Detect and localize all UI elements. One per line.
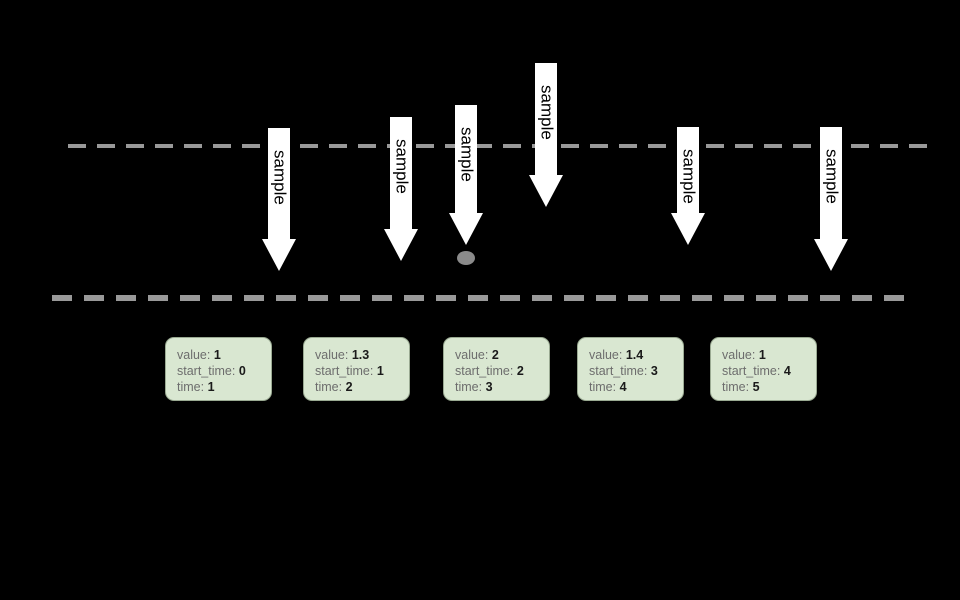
event-box-1-field-2: time: 1 [177,379,271,395]
event-box-5-field-1-key: start_time: [722,364,784,378]
arrow-4-shape [529,63,563,207]
late-event-dot [457,251,475,265]
event-box-1-field-2-value: 1 [207,380,215,394]
event-box-5-field-0-value: 1 [758,348,766,362]
arrow-2: sample [384,117,418,261]
event-box-3-field-2: time: 3 [455,379,549,395]
event-box-4-field-1-value: 3 [650,364,658,378]
event-box-3-field-2-key: time: [455,380,486,394]
event-box-2-field-2: time: 2 [315,379,409,395]
event-box-4-field-1-key: start_time: [589,364,651,378]
event-box-1-field-0-value: 1 [213,348,221,362]
event-box-5-field-2-value: 5 [752,380,760,394]
event-box-1-field-1: start_time: 0 [177,363,271,379]
arrow-1: sample [262,128,296,271]
event-box-2-field-2-value: 2 [345,380,353,394]
arrow-6-label: sample [823,149,842,204]
arrow-5-shape [671,127,705,245]
arrow-6-shape [814,127,848,271]
event-box-2-field-0: value: 1.3 [315,347,409,363]
event-box-3-field-2-value: 3 [485,380,493,394]
event-box-1-field-1-value: 0 [238,364,246,378]
event-box-5-field-0: value: 1 [722,347,816,363]
event-box-2-field-1-key: start_time: [315,364,377,378]
arrow-1-label: sample [271,150,290,205]
event-box-1-field-1-key: start_time: [177,364,239,378]
arrow-2-shape [384,117,418,261]
dot-group [457,251,475,265]
arrow-2-label: sample [393,139,412,194]
event-box-5-field-0-key: value: [722,348,759,362]
event-box-3-field-0-value: 2 [491,348,499,362]
arrow-5: sample [671,127,705,245]
event-box-3-field-0: value: 2 [455,347,549,363]
event-box-4-field-2-key: time: [589,380,620,394]
event-box-3-field-1-key: start_time: [455,364,517,378]
dashed-lines-group [52,144,927,301]
event-box-5-field-1: start_time: 4 [722,363,816,379]
event-box-2-field-0-value: 1.3 [351,348,370,362]
event-box-4-field-0-value: 1.4 [625,348,644,362]
arrow-4-label: sample [538,85,557,140]
arrow-5-label: sample [680,149,699,204]
event-box-4-field-0-key: value: [589,348,626,362]
arrow-3-shape [449,105,483,245]
event-box-4-field-0: value: 1.4 [589,347,683,363]
event-box-2-field-0-key: value: [315,348,352,362]
arrows-group: sample sample sample sample sample sample [262,63,848,271]
arrow-6: sample [814,127,848,271]
event-box-5-field-2: time: 5 [722,379,816,395]
event-box-3-field-1-value: 2 [516,364,524,378]
arrow-3: sample [449,105,483,245]
event-box-2-field-2-key: time: [315,380,346,394]
event-box-1-field-0-key: value: [177,348,214,362]
event-box-3-field-1: start_time: 2 [455,363,549,379]
event-box-4-field-2-value: 4 [619,380,627,394]
event-box-5-field-2-key: time: [722,380,753,394]
event-box-2-field-1-value: 1 [376,364,384,378]
event-box-2-field-1: start_time: 1 [315,363,409,379]
event-box-4-field-1: start_time: 3 [589,363,683,379]
arrow-4: sample [529,63,563,207]
event-box-4-field-2: time: 4 [589,379,683,395]
arrow-3-label: sample [458,127,477,182]
event-box-3-field-0-key: value: [455,348,492,362]
arrow-1-shape [262,128,296,271]
event-box-5-field-1-value: 4 [783,364,791,378]
event-box-1-field-0: value: 1 [177,347,271,363]
event-box-1-field-2-key: time: [177,380,208,394]
